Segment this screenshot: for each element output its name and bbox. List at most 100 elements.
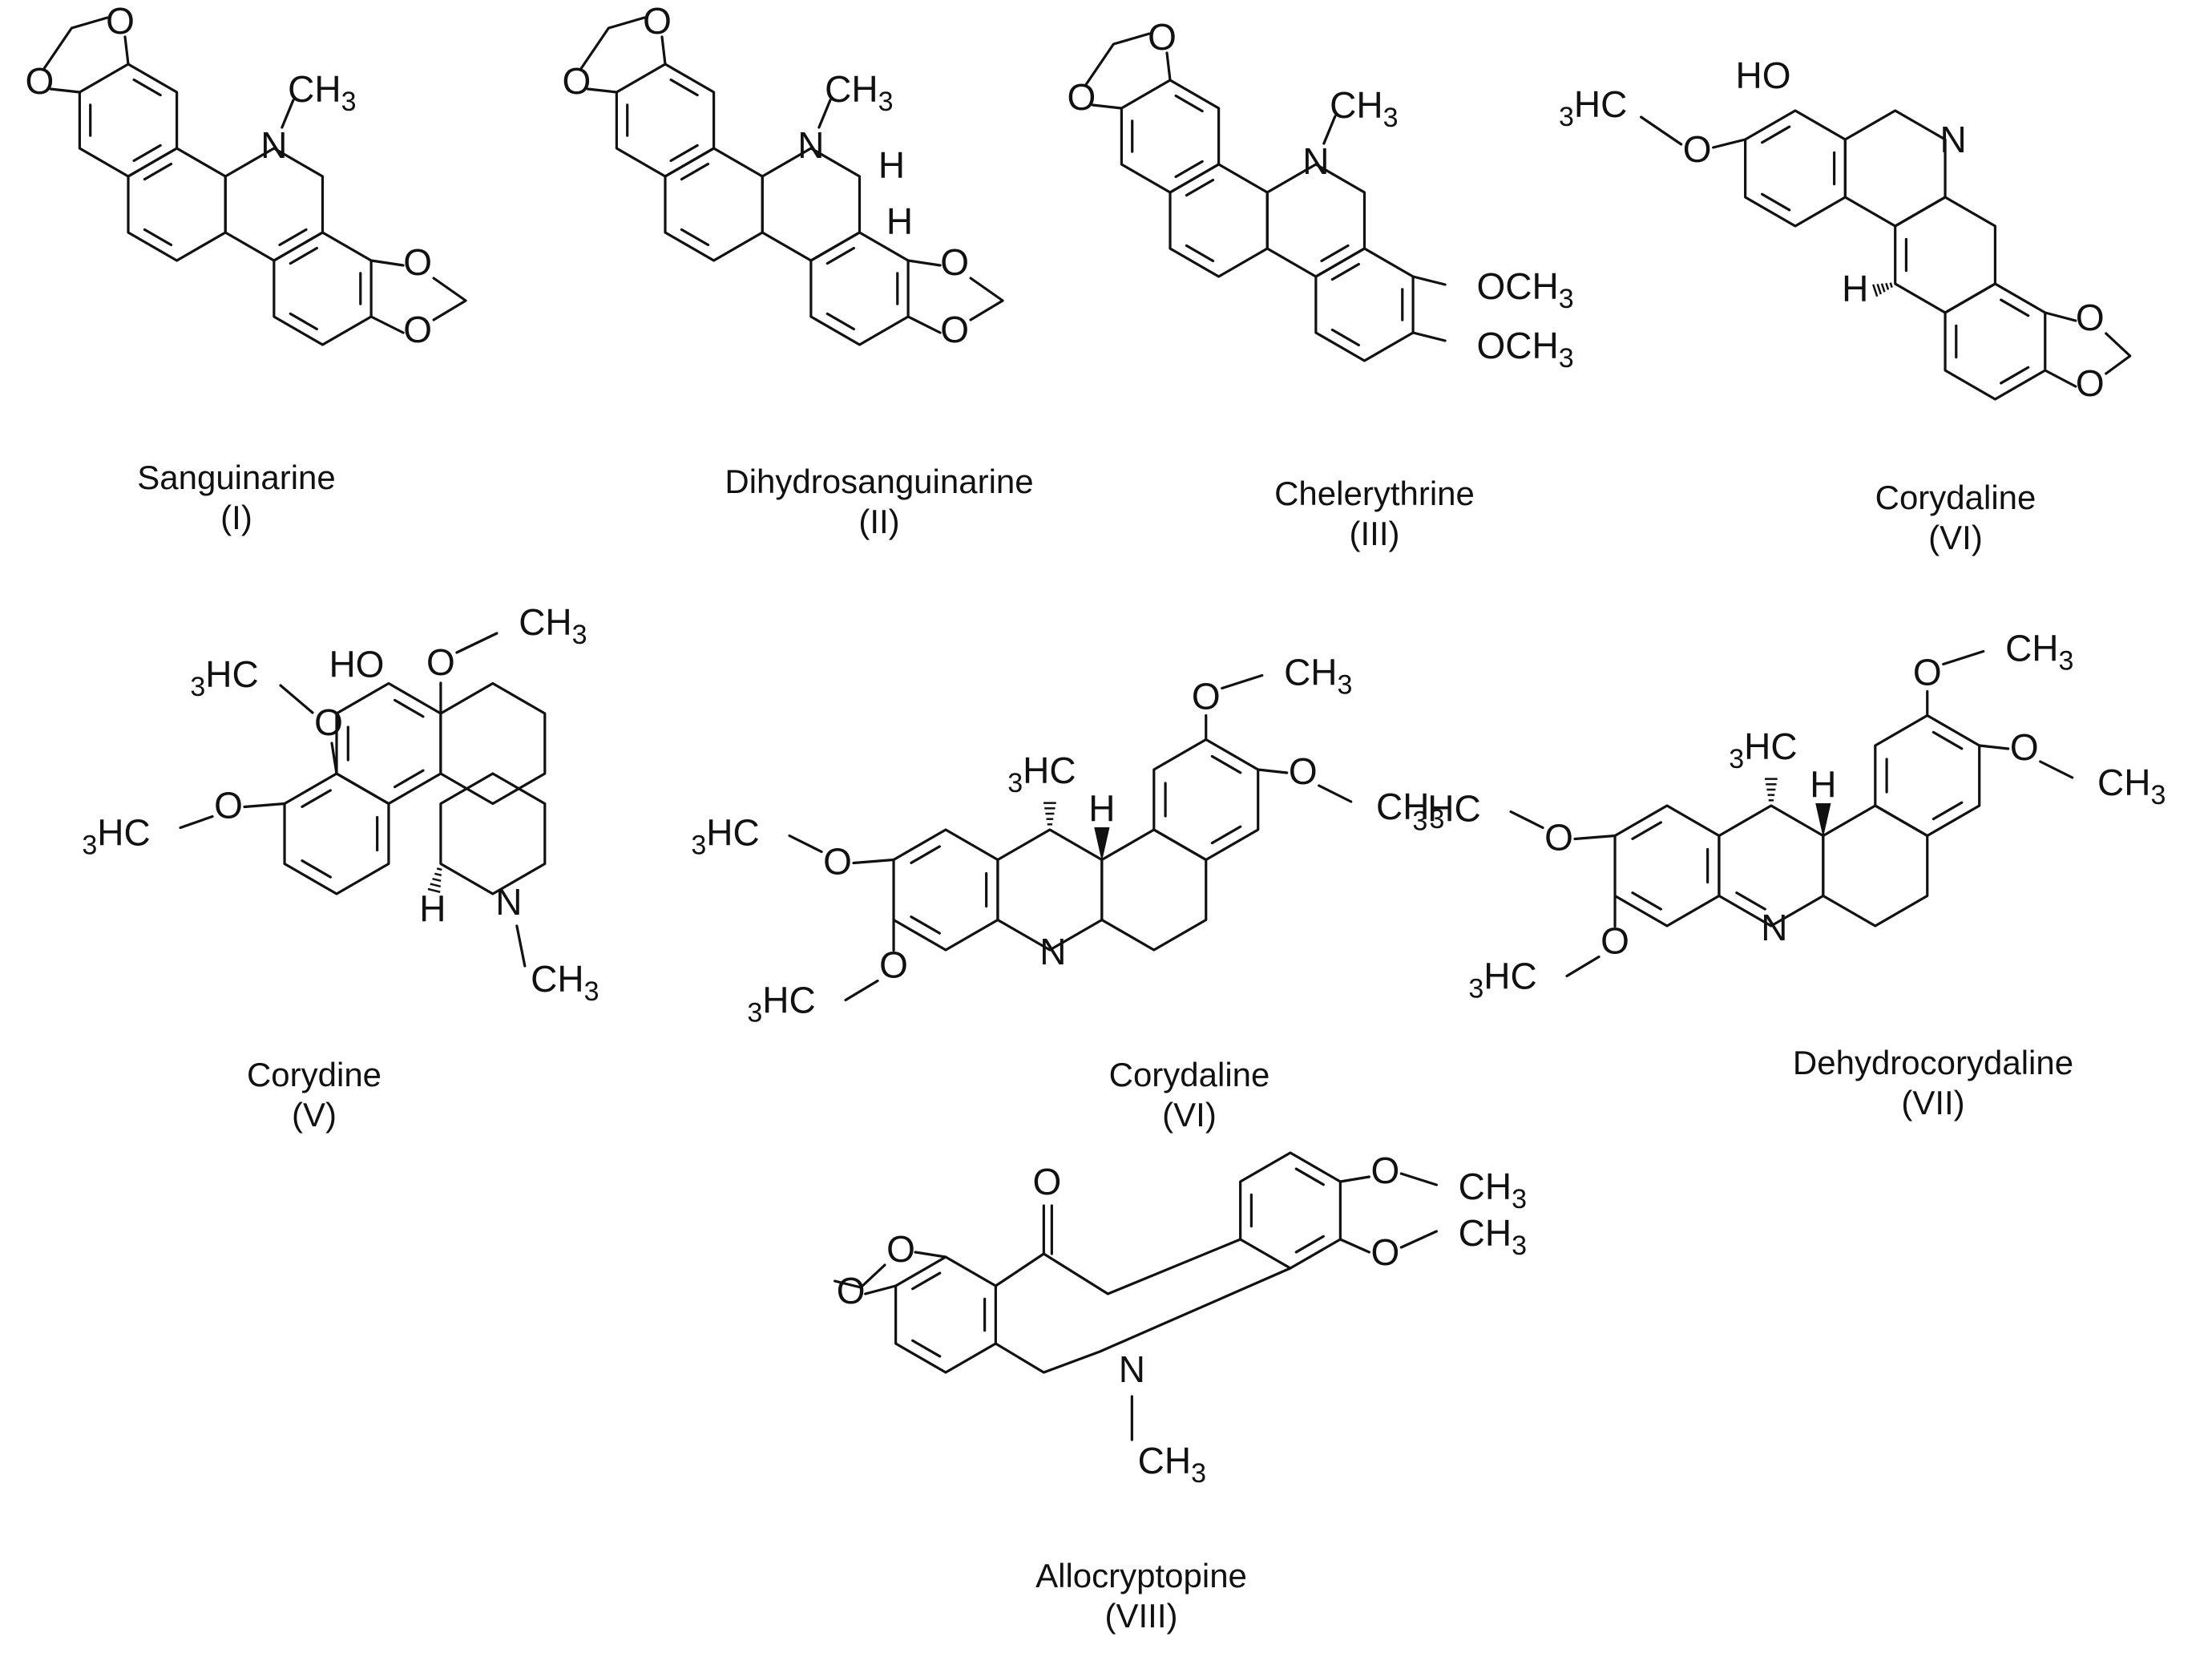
oxygen-atom: O	[1370, 1150, 1399, 1191]
ring-b	[664, 147, 764, 262]
double-bond-line	[301, 859, 333, 879]
methylene-bridge	[834, 1263, 886, 1289]
nitrogen-atom: N	[1940, 119, 1966, 160]
methyl-group: CH3	[1284, 652, 1352, 701]
oxygen-atom: O	[1544, 817, 1573, 859]
oxygen-atom: O	[940, 309, 969, 350]
atom-text: O	[562, 60, 591, 102]
o-bond	[586, 87, 618, 94]
oxygen-atom: O	[1032, 1161, 1061, 1202]
double-bond-line	[143, 228, 173, 247]
atom-text: O	[1148, 16, 1177, 58]
atom-text: HO	[329, 644, 384, 685]
compound-number: (VI)	[1928, 519, 1983, 556]
atom-text: H	[1842, 268, 1868, 309]
oxygen-atom: O	[403, 309, 432, 350]
double-bond-line	[1294, 1167, 1325, 1186]
double-bond-line	[1330, 328, 1360, 347]
o-bond	[1411, 331, 1447, 342]
methyl-group: CH3	[2097, 762, 2166, 810]
o-bond	[660, 35, 667, 66]
o-bond	[1411, 275, 1447, 286]
hash-bond	[1880, 283, 1886, 293]
atom-text: HC	[205, 653, 258, 695]
methyl-group: CH3	[288, 68, 356, 117]
double-bond-line	[911, 1339, 942, 1358]
o-bond	[1091, 103, 1123, 110]
ring-a	[615, 63, 716, 178]
subscript-3: 3	[572, 620, 587, 650]
o-bond	[906, 315, 942, 334]
atom-text: CH	[288, 68, 341, 110]
atom-text: O	[1370, 1150, 1399, 1191]
methyl-bond	[1509, 810, 1544, 830]
o-bond	[914, 1251, 947, 1259]
atom-text: O	[1544, 817, 1573, 859]
double-bond-line	[910, 845, 942, 864]
oxygen-atom: O	[1148, 16, 1177, 58]
o-bond	[1257, 768, 1289, 774]
compound-name: Corydaline	[1875, 479, 2036, 516]
methyl-bond	[1942, 649, 1985, 666]
structure-bonds	[42, 16, 2132, 1441]
atom-text: N	[1039, 931, 1066, 972]
ring-c	[1100, 828, 1208, 952]
ring-d	[809, 231, 910, 346]
double-bond-line	[301, 789, 333, 808]
methyl-bond	[2039, 760, 2074, 779]
methylene-bridge	[1084, 32, 1151, 86]
atom-text: O	[1289, 750, 1318, 792]
double-bond-line	[143, 162, 173, 181]
o-bond	[1712, 138, 1747, 149]
ring-d	[1314, 247, 1415, 362]
hydrogen-atom: H	[878, 144, 905, 186]
ring-a	[283, 772, 390, 895]
subscript-3: 3	[1007, 768, 1023, 798]
oxygen-atom: O	[1370, 1231, 1399, 1273]
atom-text: O	[643, 0, 672, 42]
oxygen-atom: O	[106, 0, 135, 42]
oxygen-atom: O	[2076, 362, 2105, 404]
o-bond	[369, 259, 405, 267]
methyl-group: 3HC	[1412, 788, 1480, 837]
ring-a	[1120, 79, 1221, 194]
methyl-group: 3HC	[1007, 750, 1076, 798]
oxygen-atom: O	[1192, 676, 1221, 717]
subscript-3: 3	[341, 87, 357, 117]
double-bond-line	[1761, 192, 1791, 212]
amine-bridge	[994, 1267, 1292, 1374]
atom-text: H	[878, 144, 905, 186]
atom-text: H	[419, 888, 446, 930]
methyl-bond	[179, 814, 214, 830]
hydrogen-atom: H	[419, 888, 446, 930]
methylene-bridge	[42, 16, 109, 70]
atom-text: O	[1192, 676, 1221, 717]
nitrogen-atom: N	[260, 124, 287, 166]
hash-bond	[432, 877, 442, 883]
methylene-bridge	[2105, 332, 2132, 375]
oxygen-atom: O	[1289, 750, 1318, 792]
atom-text: O	[1683, 128, 1712, 170]
nitrogen-atom: N	[1302, 140, 1329, 182]
compound-name: Corydine	[247, 1056, 381, 1093]
oxygen-atom: O	[1913, 652, 1942, 693]
atom-text: O	[2076, 297, 2105, 338]
oxygen-atom: O	[879, 944, 908, 986]
compound-number: (III)	[1350, 515, 1400, 552]
ring-a	[78, 63, 179, 178]
double-bond-line	[1931, 730, 1964, 750]
atom-text: N	[1119, 1348, 1145, 1390]
double-bond-line	[1330, 262, 1360, 281]
methyl-bond	[455, 632, 499, 654]
atom-text: O	[1032, 1161, 1061, 1202]
atom-text: CH	[1459, 1166, 1512, 1207]
oxygen-atom: O	[562, 60, 591, 102]
methylene-bridge	[579, 16, 646, 70]
atom-text: N	[260, 124, 287, 166]
oxygen-atom: O	[314, 701, 343, 743]
methyl-bond	[1640, 115, 1683, 146]
oxygen-atom: O	[1600, 920, 1629, 962]
subscript-3: 3	[1729, 744, 1744, 774]
o-bond	[243, 802, 286, 809]
